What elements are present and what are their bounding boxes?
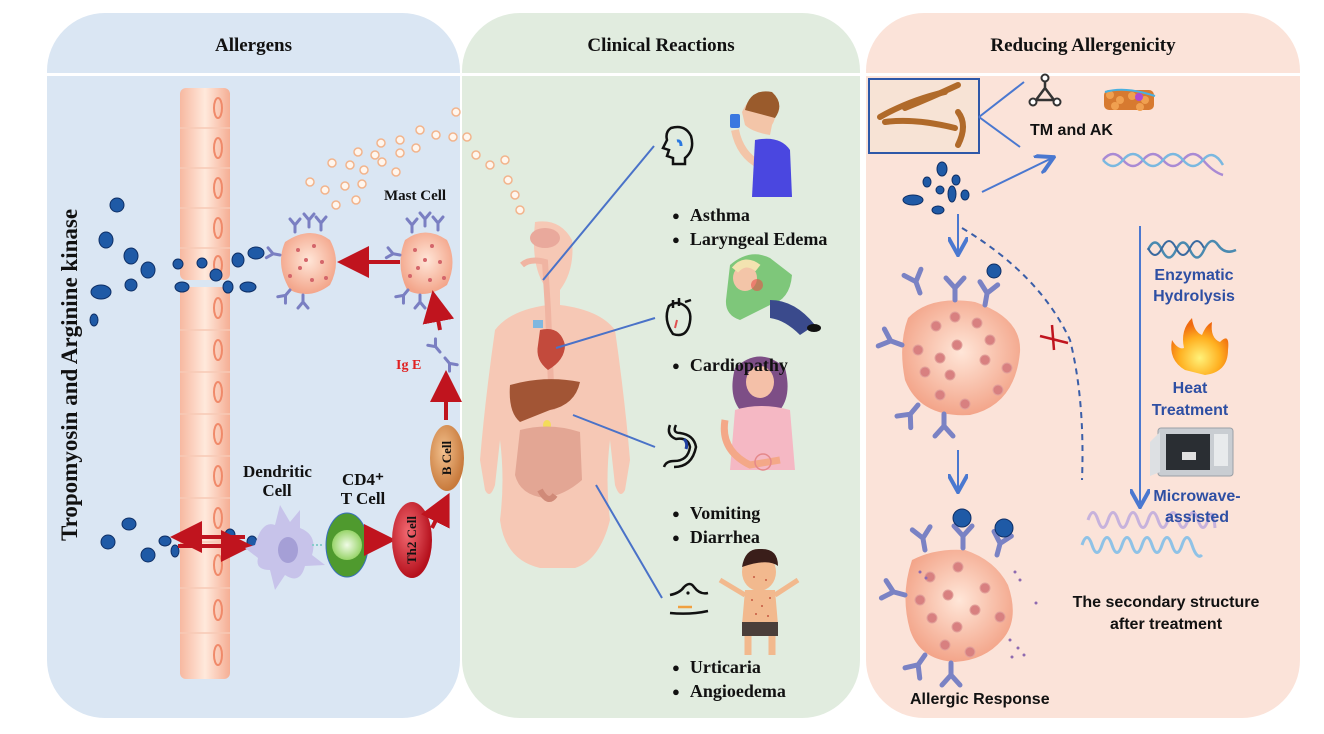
mast-cell <box>384 211 453 310</box>
asthma-person-illustration <box>730 91 792 197</box>
dendritic-cell <box>245 505 325 590</box>
blocked-pathway <box>961 227 1084 481</box>
panel-title-clinical: Clinical Reactions <box>587 35 735 56</box>
symptom-asthma: Asthma <box>672 203 827 227</box>
molecule-icon <box>1028 73 1062 107</box>
allergic-response-label: Allergic Response <box>910 691 1050 708</box>
cd4-label-line1: CD4⁺ <box>341 470 385 489</box>
treatment-label-line2: Hydrolysis <box>1153 288 1235 305</box>
ige-antibody <box>426 337 459 373</box>
urticaria-child-illustration <box>718 548 800 655</box>
cardiopathy-person-illustration <box>725 254 821 335</box>
panel-allergens: Allergens <box>47 13 460 718</box>
mast-cell-label: Mast Cell <box>384 188 447 204</box>
symptom-list-skin: Urticaria Angioedema <box>672 655 786 703</box>
tm-ak-label: TM and AK <box>1030 122 1113 139</box>
mealworm-connectors <box>978 81 1025 148</box>
epithelium-upper <box>180 88 230 280</box>
symptom-vomiting: Vomiting <box>672 501 760 525</box>
panel-divider <box>47 73 460 76</box>
mast-cell-sensitized <box>878 263 1021 436</box>
allergen-particles <box>89 197 265 563</box>
secondary-structure-icon <box>1080 511 1217 558</box>
symptom-angioedema: Angioedema <box>672 679 786 703</box>
head-airway-icon <box>661 125 694 166</box>
side-title: Tropomyosin and Arginine kinase <box>50 155 90 595</box>
arrow-ige-to-mast <box>422 290 455 331</box>
ige-label: Ig E <box>396 358 422 373</box>
mast-cell-degranulating <box>881 508 1038 685</box>
th2-cell-label: Th2 Cell <box>404 515 419 565</box>
fire-icon <box>1171 318 1229 375</box>
dendritic-label-line2: Cell <box>262 481 292 500</box>
treatment-label-line2: assisted <box>1164 509 1230 526</box>
secondary-structure-label: The secondary structure after treatment <box>1048 592 1284 636</box>
symptom-list-respiratory: Asthma Laryngeal Edema <box>672 203 828 251</box>
cd4-t-cell <box>312 512 369 578</box>
panel-title-reducing: Reducing Allergenicity <box>990 35 1176 56</box>
transport-arrows <box>170 521 253 562</box>
symptom-list-cardiac: Cardiopathy <box>672 353 788 377</box>
stomach-icon <box>662 424 698 469</box>
arrow-to-tm-ak <box>981 158 1052 193</box>
b-cell-label: B Cell <box>439 440 454 476</box>
symptom-list-digestive: Vomiting Diarrhea <box>672 501 760 549</box>
enzymatic-hydrolysis-label: Enzymatic Hydrolysis <box>1144 265 1244 307</box>
treatment-label-line2: Treatment <box>1151 402 1229 419</box>
connector-lines <box>542 145 663 599</box>
secondary-label-line2: after treatment <box>1109 616 1223 633</box>
symptom-laryngeal-edema: Laryngeal Edema <box>672 227 828 251</box>
panel-title-allergens: Allergens <box>214 35 293 56</box>
b-cell <box>430 425 464 491</box>
cd4-label-line2: T Cell <box>340 489 386 508</box>
mealworm-image <box>868 78 980 154</box>
heat-treatment-label: Heat Treatment <box>1140 378 1240 422</box>
mast-cell-degranulated <box>264 212 336 310</box>
microwave-icon <box>1150 427 1234 477</box>
human-body-anatomy <box>480 221 630 568</box>
protein-structure-icon <box>1104 88 1156 111</box>
secondary-label-line1: The secondary structure <box>1072 594 1260 611</box>
symptom-urticaria: Urticaria <box>672 655 786 679</box>
block-cross-icon <box>1039 324 1069 351</box>
treatment-label-line1: Microwave- <box>1153 488 1241 505</box>
symptom-diarrhea: Diarrhea <box>672 525 760 549</box>
released-granules <box>305 107 525 215</box>
microwave-assisted-label: Microwave- assisted <box>1142 486 1252 528</box>
skin-icon <box>669 582 709 615</box>
dendritic-label-line1: Dendritic <box>243 462 312 481</box>
panel-divider <box>866 73 1300 76</box>
panel-divider <box>462 73 860 76</box>
epithelium-lower <box>180 287 230 679</box>
allergen-particles-right <box>902 161 970 215</box>
cd4-t-cell-label: CD4⁺ T Cell <box>330 470 396 508</box>
dna-helix-icon <box>1102 152 1225 177</box>
symptom-cardiopathy: Cardiopathy <box>672 353 788 377</box>
arrow-th2-to-bcell <box>420 492 450 529</box>
dendritic-cell-label: Dendritic Cell <box>243 462 312 500</box>
heart-icon <box>665 298 692 337</box>
treatment-label-line1: Enzymatic <box>1154 267 1234 284</box>
side-title-text: Tropomyosin and Arginine kinase <box>57 208 82 542</box>
treatment-label-line1: Heat <box>1172 380 1208 397</box>
